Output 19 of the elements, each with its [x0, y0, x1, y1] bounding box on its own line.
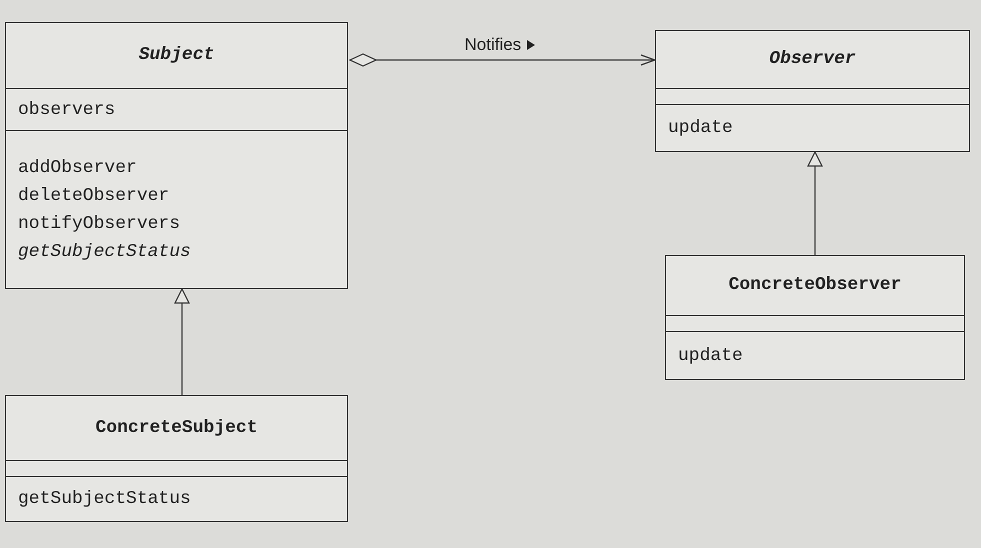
method-text: getSubjectStatus — [18, 488, 192, 511]
class-name: Subject — [138, 44, 214, 67]
method-text: update — [678, 344, 744, 368]
method-text: notifyObservers — [18, 212, 182, 236]
method-text: deleteObserver — [18, 184, 170, 208]
method-text: getSubjectStatus — [18, 240, 192, 264]
attribute-text: observers — [18, 98, 116, 122]
class-box — [5, 22, 348, 289]
class-box — [655, 30, 970, 152]
aggregation-arrow — [349, 53, 656, 67]
class-box — [5, 395, 348, 522]
class-name: ConcreteSubject — [95, 416, 258, 440]
class-name: ConcreteObserver — [728, 274, 902, 297]
method-text: update — [668, 117, 734, 140]
class-box — [665, 255, 965, 380]
generalization-arrow — [807, 151, 823, 255]
generalization-arrow — [174, 288, 190, 395]
method-text: addObserver — [18, 156, 138, 180]
class-name: Observer — [769, 48, 856, 71]
